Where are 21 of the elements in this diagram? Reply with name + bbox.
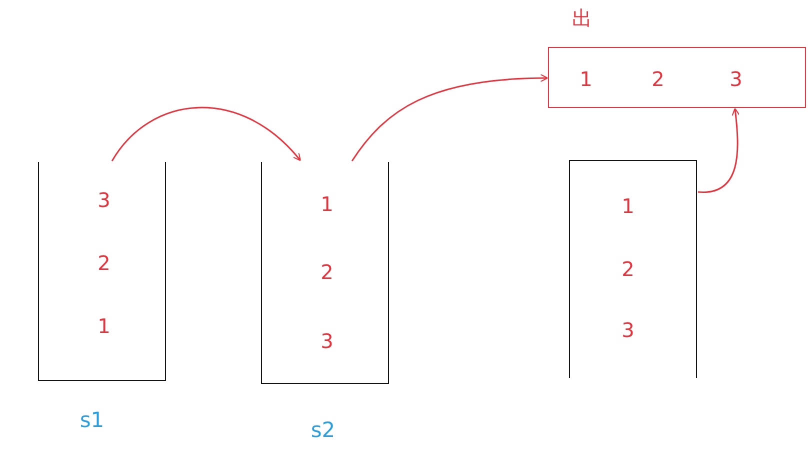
output-heading: 出 [572, 6, 592, 30]
stack-item: 3 [98, 188, 110, 212]
queue-item: 3 [622, 318, 634, 342]
output-item: 3 [730, 67, 742, 91]
stack-label: s1 [80, 408, 104, 432]
stack-container [261, 162, 389, 384]
output-item: 1 [580, 67, 592, 91]
output-item: 2 [652, 67, 664, 91]
curved-arrow [698, 108, 740, 193]
stack-item: 3 [320, 329, 334, 353]
stack-label: s2 [310, 418, 336, 442]
stack-item: 2 [98, 251, 110, 275]
queue-container [569, 160, 697, 378]
stack-container [38, 162, 166, 381]
curved-arrow [111, 106, 301, 162]
stack-item: 1 [320, 192, 334, 216]
stack-item: 2 [320, 260, 334, 284]
stack-item: 1 [98, 314, 110, 338]
queue-item: 1 [622, 194, 634, 218]
queue-item: 2 [622, 257, 634, 281]
curved-arrow [351, 74, 548, 162]
